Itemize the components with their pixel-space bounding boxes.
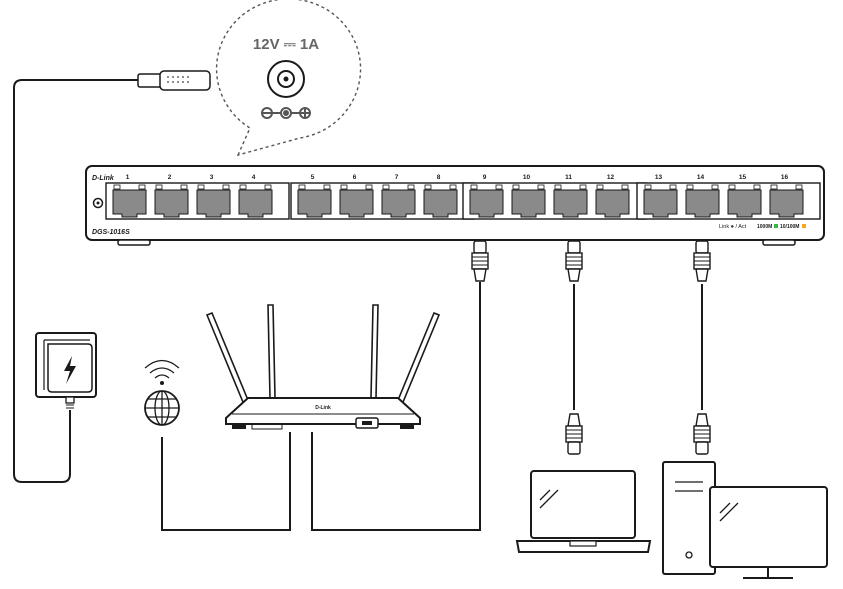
ethernet-port-13[interactable] — [643, 184, 678, 218]
port-number-label: 10 — [523, 174, 531, 181]
port-led — [340, 184, 348, 190]
switch-model-label: DGS-1016S — [92, 229, 130, 236]
ethernet-port-6[interactable] — [339, 184, 374, 218]
port-number-label: 4 — [252, 174, 256, 181]
port-number-label: 3 — [210, 174, 214, 181]
port-number-label: 1 — [126, 174, 130, 181]
port-led — [579, 184, 587, 190]
port-number-label: 2 — [168, 174, 172, 181]
port-number-label: 16 — [781, 174, 789, 181]
rj45-connector-icon — [565, 240, 583, 282]
port-led — [449, 184, 457, 190]
port-led — [644, 184, 652, 190]
led-1000m-indicator — [774, 224, 778, 228]
rj45-connector-icon — [471, 240, 489, 282]
ethernet-port-16[interactable] — [769, 184, 804, 218]
port-led — [711, 184, 719, 190]
port-number-label: 15 — [739, 174, 747, 181]
port-led — [197, 184, 205, 190]
port-led — [365, 184, 373, 190]
port-number-label: 6 — [353, 174, 357, 181]
switch-brand-logo: D-Link — [92, 175, 115, 182]
port-led — [753, 184, 761, 190]
ethernet-port-3[interactable] — [196, 184, 231, 218]
port-led — [512, 184, 520, 190]
rj45-connector-icon — [693, 240, 711, 282]
port-number-label: 7 — [395, 174, 399, 181]
port-led — [621, 184, 629, 190]
led-legend: Link ● / Act 1000M 10/100M — [719, 224, 806, 230]
port-led — [537, 184, 545, 190]
ethernet-port-11[interactable] — [553, 184, 588, 218]
dc-jack-icon — [267, 60, 305, 98]
ethernet-port-8[interactable] — [423, 184, 458, 218]
port-led — [669, 184, 677, 190]
port-led — [382, 184, 390, 190]
port-number-label: 5 — [311, 174, 315, 181]
port-number-label: 13 — [655, 174, 663, 181]
router-icon: D-Link — [205, 304, 441, 430]
port-led — [222, 184, 230, 190]
port-number-label: 8 — [437, 174, 441, 181]
ethernet-port-12[interactable] — [595, 184, 630, 218]
power-cable — [13, 79, 140, 483]
port-number-label: 11 — [565, 174, 572, 181]
ethernet-port-4[interactable] — [238, 184, 273, 218]
power-rating-label: 12V ⎓ 1A — [253, 36, 319, 53]
globe-wifi-icon — [144, 359, 180, 426]
led-legend-1000m: 1000M — [757, 224, 772, 230]
port-led — [239, 184, 247, 190]
port-led — [264, 184, 272, 190]
port-led — [770, 184, 778, 190]
power-led-icon — [92, 197, 104, 209]
power-callout: 12V ⎓ 1A — [215, 0, 362, 157]
internet-cable — [161, 432, 291, 531]
port-led — [180, 184, 188, 190]
port-led — [298, 184, 306, 190]
ethernet-port-15[interactable] — [727, 184, 762, 218]
polarity-icon — [261, 107, 311, 119]
router-to-switch-cable — [311, 282, 481, 531]
ethernet-port-10[interactable] — [511, 184, 546, 218]
led-legend-link-act: Link ● / Act — [719, 224, 747, 230]
ethernet-port-14[interactable] — [685, 184, 720, 218]
laptop-icon — [515, 470, 652, 553]
port-led — [495, 184, 503, 190]
ethernet-port-2[interactable] — [154, 184, 189, 218]
led-legend-10-100m: 10/100M — [780, 224, 799, 230]
ethernet-port-9[interactable] — [469, 184, 504, 218]
port-led — [728, 184, 736, 190]
power-adapter-icon — [35, 332, 97, 409]
port-number-label: 12 — [607, 174, 615, 181]
rj45-connector-icon — [565, 413, 583, 455]
router-brand-logo: D-Link — [315, 405, 331, 411]
port-led — [470, 184, 478, 190]
ethernet-port-7[interactable] — [381, 184, 416, 218]
dc-plug-icon — [137, 70, 211, 91]
led-10-100m-indicator — [802, 224, 806, 228]
port-led — [795, 184, 803, 190]
port-led — [686, 184, 694, 190]
port-led — [155, 184, 163, 190]
desktop-pc-icon — [662, 461, 828, 579]
port-led — [323, 184, 331, 190]
port-led — [424, 184, 432, 190]
ethernet-port-1[interactable] — [112, 184, 147, 218]
rj45-connector-icon — [693, 413, 711, 455]
port-number-label: 14 — [697, 174, 705, 181]
port-led — [113, 184, 121, 190]
port-number-label: 9 — [483, 174, 487, 181]
port-led — [138, 184, 146, 190]
port-led — [554, 184, 562, 190]
port-led — [596, 184, 604, 190]
port-led — [407, 184, 415, 190]
ethernet-port-5[interactable] — [297, 184, 332, 218]
